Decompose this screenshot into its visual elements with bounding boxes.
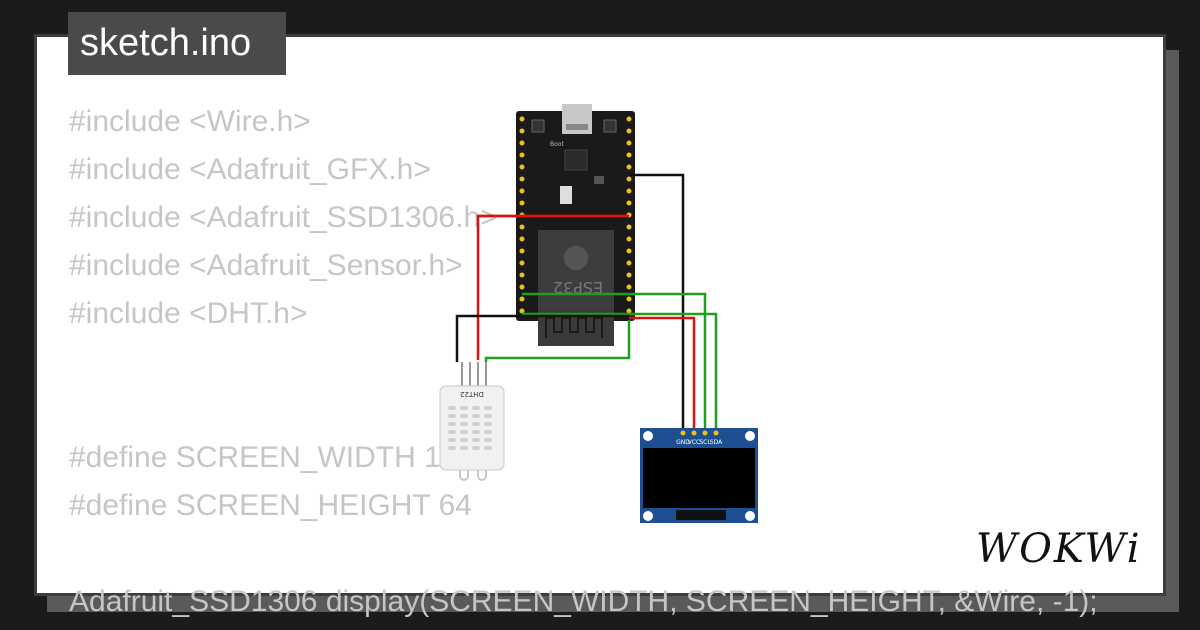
wire-gnd-oled — [629, 173, 685, 432]
mount-hole-icon — [745, 431, 755, 441]
wire-vcc-oled — [629, 316, 696, 432]
code-line: #include <Adafruit_GFX.h> — [69, 153, 431, 186]
code-line: #include <Adafruit_SSD1306.h> — [69, 201, 498, 234]
mount-hole-icon — [745, 511, 755, 521]
wire-data-dht — [484, 320, 631, 362]
wokwi-logo: WOKWi — [976, 526, 1142, 572]
oled-pin-scl: SCL — [699, 439, 711, 446]
espressif-logo-icon — [564, 246, 588, 270]
right-pin-header — [626, 116, 632, 314]
boot-label: Boot — [550, 141, 564, 148]
esp32-board: ESP32 Boot — [516, 104, 635, 346]
mount-hole-icon — [643, 431, 653, 441]
antenna-icon — [545, 317, 603, 338]
oled-pin-gnd: GND — [676, 439, 690, 446]
file-title-tab: sketch.ino — [68, 12, 286, 75]
oled-pin-vcc: VCC — [688, 439, 700, 446]
oled-pin-sda: SDA — [710, 439, 723, 446]
code-line: #include <DHT.h> — [69, 297, 308, 330]
mount-hole-icon — [643, 511, 653, 521]
code-line: #include <Wire.h> — [69, 105, 311, 138]
code-line: #include <Adafruit_Sensor.h> — [69, 249, 463, 282]
dht22-sensor: DHT22 — [439, 362, 505, 481]
left-pin-header — [519, 116, 525, 314]
board-label: ESP32 — [553, 278, 603, 297]
wire-gnd-dht — [455, 314, 629, 362]
wire-scl-oled — [522, 292, 707, 432]
oled-screen — [643, 448, 755, 508]
code-line: Adafruit_SSD1306 display(SCREEN_WIDTH, S… — [69, 585, 1098, 618]
oled-display: GND VCC SCL SDA — [640, 428, 758, 523]
wires — [455, 173, 718, 432]
wire-sda-oled — [522, 312, 718, 432]
code-line: #define SCREEN_HEIGHT 64 — [69, 489, 472, 522]
sensor-label: DHT22 — [460, 390, 484, 398]
